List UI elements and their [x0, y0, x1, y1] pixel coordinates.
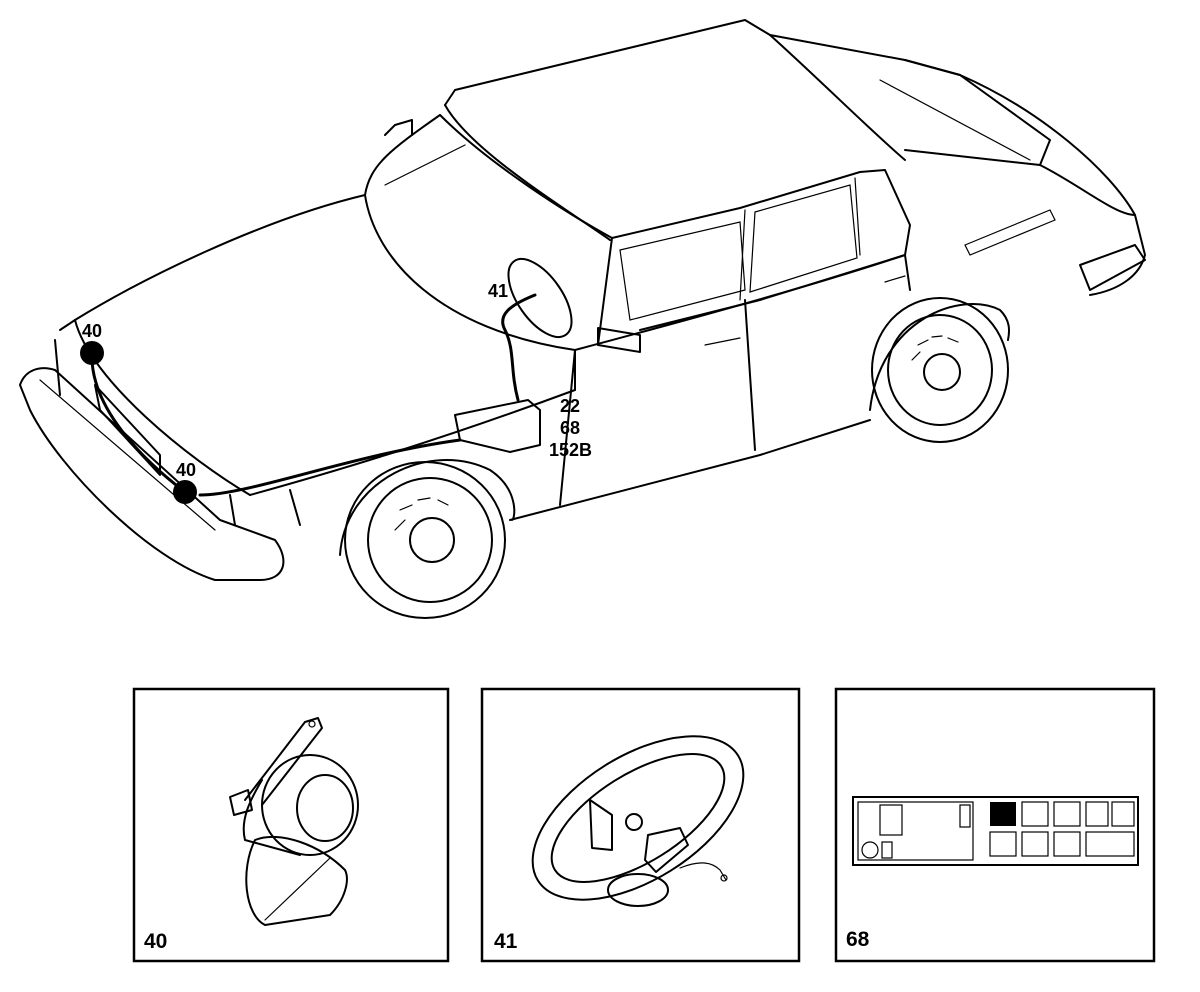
car-illustration [19, 19, 1146, 619]
panel-fuse-box-caption: 68 [846, 928, 870, 951]
callout-fuse-152b: 152B [549, 440, 592, 460]
fuse-22-highlight [990, 802, 1016, 826]
horn-front-lower-marker [173, 480, 197, 504]
panel-horn: 40 [132, 687, 450, 963]
panel-steering-wheel: 41 [480, 687, 801, 963]
fuse-box-icon [852, 796, 1139, 866]
callout-steering-wheel: 41 [488, 281, 508, 301]
panel-steering-wheel-caption: 41 [494, 930, 518, 953]
steering-wheel-icon [531, 735, 745, 907]
callout-fuse-22: 22 [560, 396, 580, 416]
callout-horn-lower: 40 [176, 460, 196, 480]
horn-front-upper-marker [80, 341, 104, 365]
callout-fuse-68: 68 [560, 418, 580, 438]
panel-fuse-box: 68 [834, 687, 1156, 963]
horn-icon [229, 717, 359, 926]
callout-horn-upper: 40 [82, 321, 102, 341]
panel-horn-caption: 40 [144, 930, 167, 953]
